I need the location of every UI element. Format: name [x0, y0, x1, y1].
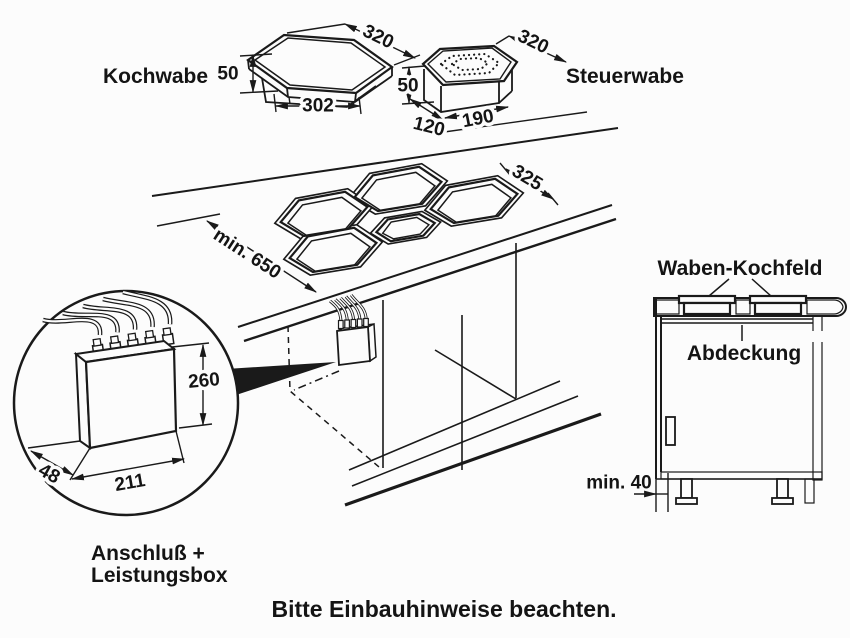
sensor-dots-outer: [439, 52, 501, 77]
leistungsbox-drawing: [42, 289, 178, 450]
footer-note: Bitte Einbauhinweise beachten.: [271, 596, 616, 622]
cabinet-foot-left: [675, 478, 698, 505]
dim-value: 50: [217, 64, 238, 85]
dim-value: min. 40: [586, 473, 651, 494]
anschluss-label-line2: Leistungsbox: [91, 564, 228, 587]
back-panel: [812, 315, 823, 481]
dim-value: 190: [460, 106, 495, 133]
dim-value: 120: [411, 113, 447, 141]
steuerwabe-drawing: [421, 44, 519, 113]
abdeckung-label: Abdeckung: [687, 342, 801, 365]
dim-value: 50: [397, 76, 418, 97]
detail-circle: 260 48 211: [12, 289, 240, 517]
sensor-dots-inner: [449, 56, 490, 72]
worktop-hatch-middle: [735, 299, 751, 315]
dim-kochwabe-302: 302: [273, 92, 362, 120]
hob-module-right: [748, 294, 808, 316]
dim-floor-min40: min. 40: [586, 473, 669, 512]
bottom-panel: [660, 471, 823, 480]
dim-kochwabe-50: 50: [217, 53, 279, 94]
wires-small: [329, 294, 368, 322]
terminals-small: [337, 317, 369, 330]
cross-section-drawing: [653, 278, 848, 505]
cabinet-foot-right: [771, 478, 794, 505]
steuerwabe-label: Steuerwabe: [566, 65, 684, 88]
hob-module-left: [677, 294, 737, 316]
anschluss-label: Anschluß + Leistungsbox: [91, 542, 228, 587]
waben-kochfeld-leaders: [708, 278, 772, 297]
worktop-drawing: [151, 127, 619, 343]
dim-value: 302: [302, 96, 334, 117]
dim-steuerwabe-50: 50: [394, 65, 435, 105]
anschluss-label-line1: Anschluß +: [91, 542, 205, 565]
dim-value: min. 650: [209, 224, 284, 283]
waben-kochfeld-label: Waben-Kochfeld: [658, 257, 823, 280]
back-panel-notch: [812, 331, 823, 342]
back-panel-foot: [804, 478, 815, 504]
base-cabinet-drawing: [287, 243, 602, 507]
wires-large: [42, 289, 173, 336]
kochwabe-label: Kochwabe: [103, 65, 208, 88]
door-handle: [665, 416, 676, 446]
worktop-hatch-right: [806, 299, 844, 315]
dim-value: 260: [187, 369, 220, 393]
callout-wedge: [226, 362, 336, 397]
connection-box-small: [329, 294, 377, 367]
